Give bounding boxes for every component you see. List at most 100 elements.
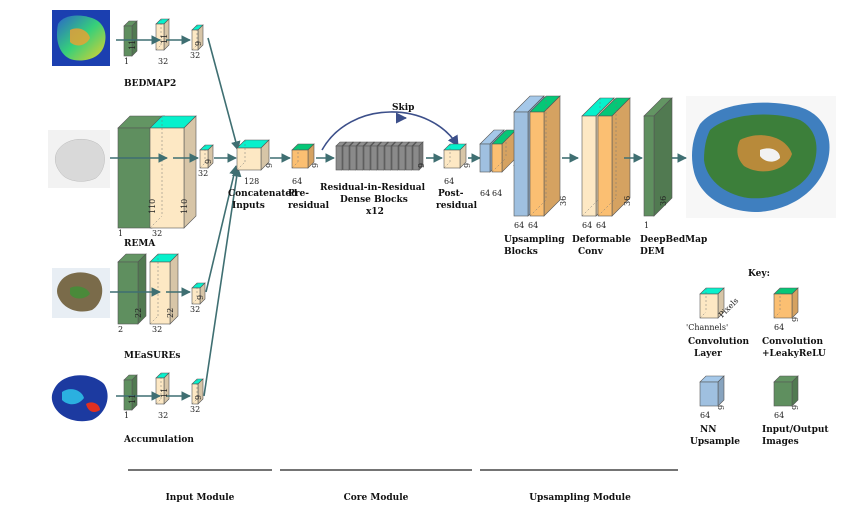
upsample-block-1-conv [491,129,517,173]
bedmap2-dim-4: 11 [160,34,169,44]
bedmap2-dim-5: 32 [190,51,200,60]
bedmap2-label: BEDMAP2 [124,79,176,89]
accumulation-dim-1: 1 [124,411,129,420]
accumulation-input-image [123,374,138,411]
key-title: Key: [748,269,770,279]
rrdb-px-dim: 9 [417,163,426,168]
key-nn-num-b: 9 [717,405,726,410]
post-px-dim: 9 [463,163,472,168]
key-lrelu-swatch [773,287,799,319]
rrdb-label-line-3: x12 [366,207,384,217]
key-nn-upsample-swatch [699,375,725,407]
rema-conv-2 [199,144,214,169]
rrdb-block-12 [412,141,424,171]
skip-label: Skip [392,103,414,113]
accumulation-dim-4: 11 [160,388,169,398]
key-lrelu-num-a: 64 [774,323,784,332]
accumulation-dim-5: 32 [190,405,200,414]
output-ch: 1 [644,221,649,230]
post-label-line-1: Post- [438,189,464,199]
upsample-label-line-2: Blocks [504,247,538,257]
deepbedmap-output-image [643,97,673,217]
measures-dim-5: 32 [190,305,200,314]
concat-channels-dim: 128 [244,177,259,186]
output-label-line-2: DEM [640,247,665,257]
bedmap2-to-concat-arrow [207,37,241,151]
measures-dim-4: 22 [166,308,175,318]
rema-dim-3: 32 [152,229,162,238]
rema-dim-6: 9 [204,159,213,164]
key-io-label-1: Input/Output [762,425,829,435]
rema-dim-1: 1 [118,229,123,238]
accumulation-thumbnail [46,370,114,426]
accumulation-to-concat-arrow [203,167,242,397]
concat-label-line-1: Concatenated [228,189,298,199]
upsample-label-line-1: Upsampling [504,235,565,245]
concat-inputs-block [236,139,270,171]
rrdb-label-line-2: Dense Blocks [340,195,408,205]
deformable-conv-block-2 [597,97,631,217]
key-conv-label-1: Convolution [688,337,749,347]
skip-connection-arc [321,111,459,151]
accumulation-label: Accumulation [123,435,194,445]
upsample-block-2-conv [529,95,561,217]
upsample-ch-c: 64 [514,221,524,230]
bedmap2-dim-3: 32 [158,57,168,66]
key-io-num-b: 9 [791,405,800,410]
key-lrelu-label-2: +LeakyReLU [762,349,826,359]
deform-label-line-2: Conv [578,247,604,257]
key-conv-layer-swatch [699,287,725,319]
key-lrelu-num-b: 9 [791,317,800,322]
rrdb-label-line-1: Residual-in-Residual [320,183,426,193]
measures-thumbnail [52,268,110,318]
upsample-ch-d: 64 [528,221,538,230]
accumulation-conv-2 [191,378,204,405]
measures-dim-3: 32 [152,325,162,334]
key-io-swatch [773,375,799,407]
accumulation-dim-6: 9 [194,395,203,400]
deform-ch-b: 64 [596,221,606,230]
concat-px-dim: 9 [265,163,274,168]
measures-to-concat-arrow [205,165,239,293]
key-nn-label-2: Upsample [690,437,740,447]
measures-label: MEaSUREs [124,351,180,361]
post-label-line-2: residual [436,201,478,211]
bedmap2-dim-6: 9 [194,41,203,46]
pre-label-line-1: Pre- [288,189,309,199]
bedmap2-dim-1: 1 [124,57,129,66]
upsample-px-b: 36 [559,196,568,206]
output-label-line-1: DeepBedMap [640,235,707,245]
bedmap2-thumbnail [52,10,110,66]
bedmap2-dim-2: 11 [128,40,137,50]
post-residual-block [443,143,467,169]
measures-dim-2: 22 [134,308,143,318]
deform-label-line-1: Deformable [572,235,631,245]
key-nn-label-1: NN [700,425,716,435]
key-lrelu-label-1: Convolution [762,337,823,347]
pre-px-dim: 9 [311,163,320,168]
upsample-ch-b: 64 [492,189,502,198]
upsample-ch-a: 64 [480,189,490,198]
measures-dim-6: 9 [196,295,205,300]
key-io-num-a: 64 [774,411,784,420]
measures-dim-1: 2 [118,325,123,334]
accumulation-dim-2: 11 [128,394,137,404]
core-module-label: Core Module [344,493,409,503]
post-channels-dim: 64 [444,177,454,186]
rema-label: REMA [124,239,156,249]
measures-input-image [117,253,147,325]
deform-px: 36 [623,196,632,206]
key-io-label-2: Images [762,437,799,447]
measures-conv-2 [191,282,206,305]
bedmap2-conv-2 [191,24,204,51]
rema-dim-2: 110 [148,199,157,214]
rema-dim-5: 32 [198,169,208,178]
accumulation-dim-3: 32 [158,411,168,420]
pre-residual-block [291,143,315,169]
deepbedmap-output-thumbnail [686,96,836,218]
pre-channels-dim: 64 [292,177,302,186]
concat-label-line-2: Inputs [232,201,265,211]
rema-dim-4: 110 [180,199,189,214]
pre-label-line-2: residual [288,201,330,211]
rema-conv-1 [149,115,197,229]
